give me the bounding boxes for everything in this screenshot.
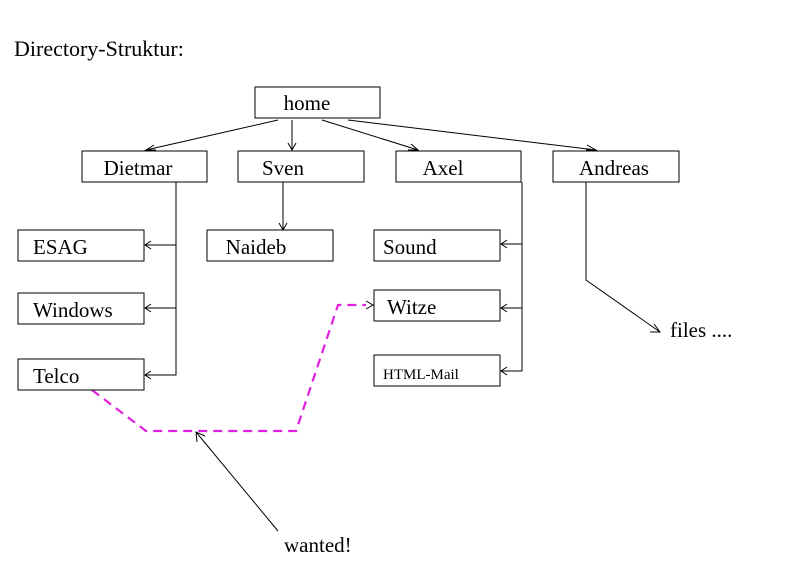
node-dietmar-label: Dietmar bbox=[104, 156, 173, 180]
node-sven-label: Sven bbox=[262, 156, 305, 180]
node-html-mail[interactable]: HTML-Mail bbox=[373, 354, 501, 387]
node-andreas[interactable]: Andreas bbox=[552, 150, 680, 183]
node-esag[interactable]: ESAG bbox=[17, 229, 145, 262]
node-home-label: home bbox=[284, 91, 331, 115]
node-windows[interactable]: Windows bbox=[17, 292, 145, 325]
node-telco-label: Telco bbox=[33, 364, 79, 388]
node-windows-label: Windows bbox=[33, 298, 113, 322]
node-naideb[interactable]: Naideb bbox=[206, 229, 334, 262]
arrowhead-axel bbox=[408, 143, 420, 151]
wanted-annotation: wanted! bbox=[284, 533, 352, 557]
files-annotation: files .... bbox=[670, 318, 732, 342]
arrowhead-andreas bbox=[586, 144, 598, 151]
node-witze[interactable]: Witze bbox=[373, 289, 501, 322]
wanted-pointer-arrowhead bbox=[195, 431, 206, 443]
arrowhead-sound bbox=[500, 239, 508, 249]
wanted-path-arrowhead bbox=[365, 300, 375, 310]
edges-home bbox=[144, 119, 598, 152]
edge-home-dietmar bbox=[145, 119, 279, 151]
node-sound[interactable]: Sound bbox=[373, 229, 501, 262]
edges-dietmar bbox=[144, 182, 177, 380]
edge-andreas-files bbox=[585, 182, 661, 333]
edge-dietmar-trunk bbox=[145, 182, 177, 376]
arrowhead-html-mail bbox=[500, 366, 508, 376]
edge-home-andreas bbox=[347, 119, 597, 151]
wanted-pointer bbox=[195, 431, 279, 532]
diagram-title: Directory-Struktur: bbox=[14, 36, 184, 61]
node-axel[interactable]: Axel bbox=[395, 150, 522, 183]
arrowhead-telco bbox=[144, 370, 152, 380]
node-sven[interactable]: Sven bbox=[237, 150, 365, 183]
arrowhead-windows bbox=[144, 303, 152, 313]
edge-home-axel bbox=[321, 119, 419, 151]
node-telco[interactable]: Telco bbox=[17, 358, 145, 391]
arrowhead-dietmar bbox=[144, 144, 156, 151]
node-html-mail-label: HTML-Mail bbox=[383, 367, 459, 383]
edges-axel bbox=[500, 182, 523, 376]
edges-sven bbox=[278, 182, 288, 232]
edges-andreas bbox=[585, 182, 661, 333]
node-naideb-label: Naideb bbox=[226, 235, 287, 259]
edge-axel-trunk bbox=[501, 182, 523, 372]
wanted-dashed-path bbox=[91, 303, 366, 433]
wanted-pointer-line bbox=[195, 431, 279, 532]
arrowhead-esag bbox=[144, 240, 152, 250]
node-esag-label: ESAG bbox=[33, 235, 88, 259]
arrowhead-files bbox=[650, 323, 661, 333]
wanted-link bbox=[91, 300, 375, 433]
node-andreas-label: Andreas bbox=[579, 156, 649, 180]
node-home[interactable]: home bbox=[254, 86, 381, 119]
node-witze-label: Witze bbox=[387, 295, 436, 319]
node-axel-label: Axel bbox=[423, 156, 464, 180]
node-dietmar[interactable]: Dietmar bbox=[81, 150, 208, 183]
node-sound-label: Sound bbox=[383, 235, 437, 259]
arrowhead-sven bbox=[287, 142, 297, 152]
arrowhead-witze bbox=[500, 303, 508, 313]
